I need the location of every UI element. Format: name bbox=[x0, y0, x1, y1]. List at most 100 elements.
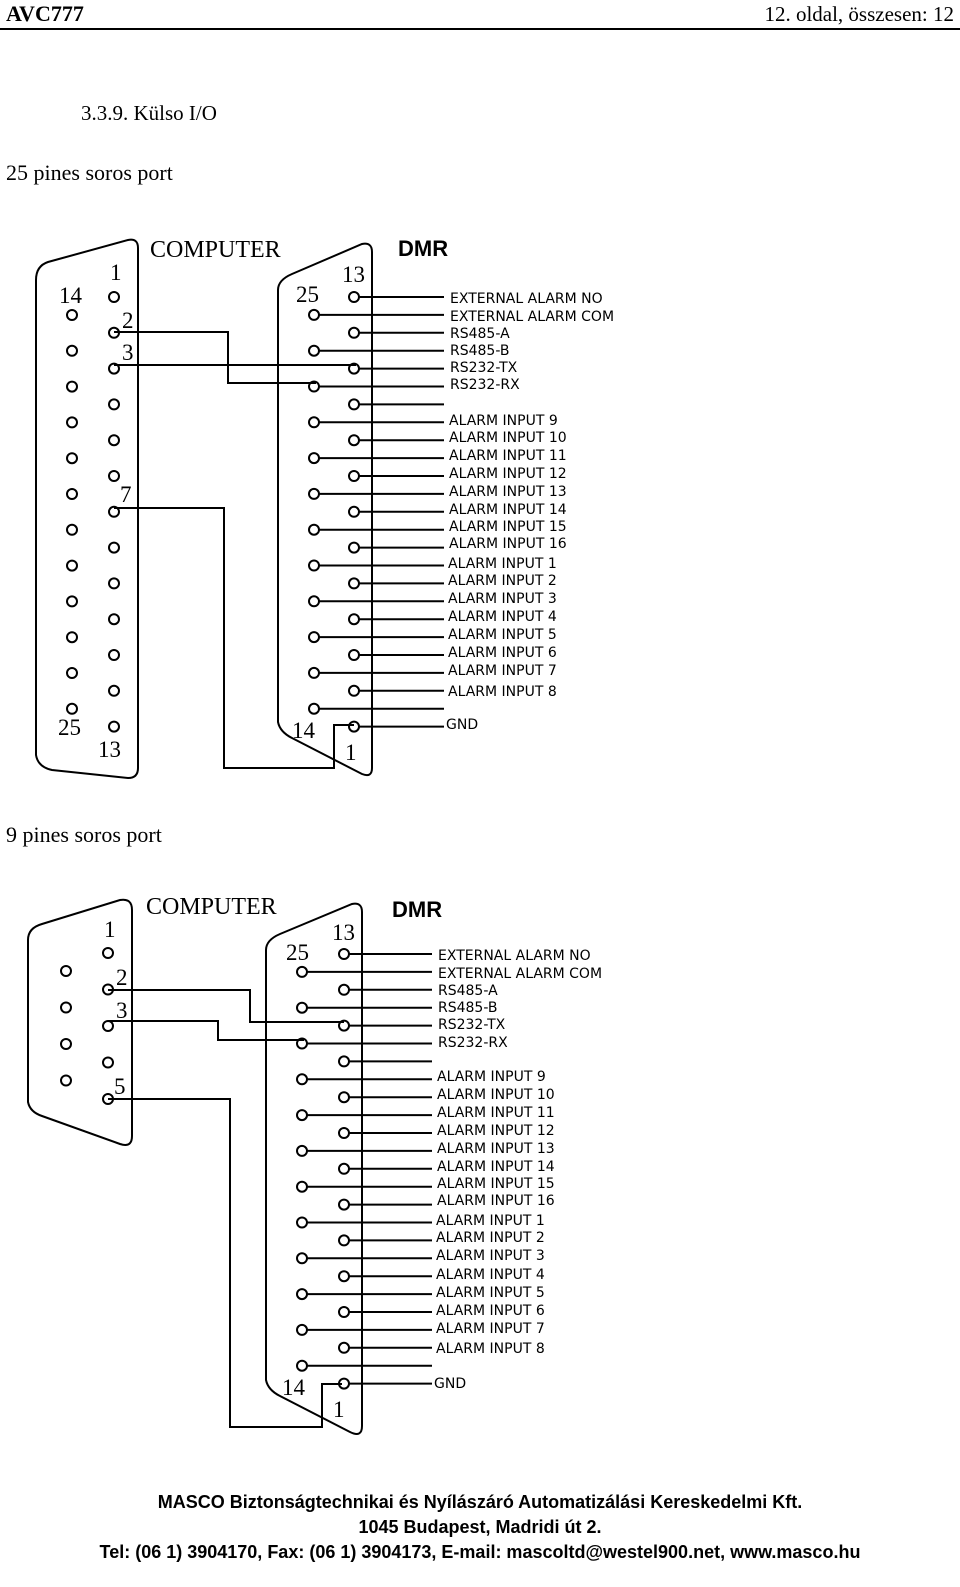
signal-label: ALARM INPUT 4 bbox=[448, 609, 557, 625]
signal-label: ALARM INPUT 7 bbox=[448, 663, 557, 679]
pin-hole bbox=[66, 452, 78, 465]
pin-hole bbox=[348, 505, 360, 518]
signal-label: ALARM INPUT 2 bbox=[436, 1230, 545, 1246]
signal-label: ALARM INPUT 7 bbox=[436, 1321, 545, 1337]
pin-hole bbox=[296, 1323, 308, 1336]
signal-label: ALARM INPUT 12 bbox=[437, 1123, 555, 1139]
pin-hole bbox=[102, 1020, 114, 1032]
dmr-pin-label: 13 bbox=[342, 262, 365, 287]
signal-label: RS232-RX bbox=[450, 377, 520, 393]
pin-hole bbox=[348, 720, 360, 733]
signal-label: GND bbox=[434, 1376, 466, 1392]
pin-hole bbox=[60, 1038, 72, 1050]
signal-label: ALARM INPUT 15 bbox=[437, 1176, 555, 1192]
footer-company: MASCO Biztonságtechnikai és Nyílászáró A… bbox=[157, 1492, 803, 1512]
pin-hole bbox=[296, 1073, 308, 1086]
dmr-connector-outline bbox=[265, 902, 363, 1435]
computer-connector-outline bbox=[35, 238, 139, 780]
dmr-pin-label: 14 bbox=[292, 718, 316, 743]
computer-pin-label: 13 bbox=[98, 737, 121, 762]
pin-hole bbox=[338, 1091, 350, 1104]
pin-hole bbox=[308, 416, 320, 429]
computer-pin-label: 3 bbox=[122, 340, 134, 365]
signal-label: ALARM INPUT 8 bbox=[436, 1341, 545, 1357]
computer-pins bbox=[66, 291, 120, 733]
pin-hole bbox=[296, 1216, 308, 1229]
pin-hole bbox=[60, 1001, 72, 1014]
pin-hole bbox=[296, 1001, 308, 1014]
page-number: 12. oldal, összesen: 12 bbox=[764, 2, 954, 26]
pin-hole bbox=[338, 1234, 350, 1247]
dmr-pins bbox=[296, 948, 350, 1390]
signal-label: ALARM INPUT 14 bbox=[437, 1159, 555, 1175]
diagram-9-pin: COMPUTER 1 2 3 5 DMR 13 25 14 1 EXTERNAL… bbox=[27, 894, 602, 1435]
pin-hole bbox=[60, 965, 72, 977]
pin-hole bbox=[338, 1162, 350, 1175]
footer-contact: Tel: (06 1) 3904170, Fax: (06 1) 3904173… bbox=[99, 1542, 861, 1562]
computer-pin-label: 1 bbox=[104, 917, 116, 942]
pin-hole bbox=[102, 1056, 114, 1069]
signal-label: ALARM INPUT 6 bbox=[436, 1303, 545, 1319]
signal-label: RS232-TX bbox=[450, 360, 518, 376]
signal-label: RS232-RX bbox=[438, 1035, 508, 1051]
dmr-label: DMR bbox=[392, 897, 442, 922]
signal-label: EXTERNAL ALARM COM bbox=[450, 309, 614, 325]
pin-hole bbox=[66, 309, 78, 321]
pin-hole bbox=[296, 1180, 308, 1193]
signal-lines bbox=[307, 953, 432, 1385]
pin-hole bbox=[308, 452, 320, 465]
signal-label: ALARM INPUT 4 bbox=[436, 1267, 545, 1283]
signal-label: ALARM INPUT 14 bbox=[449, 502, 567, 518]
signal-label: ALARM INPUT 11 bbox=[437, 1105, 555, 1121]
pin-hole bbox=[338, 1127, 350, 1139]
pin-hole bbox=[348, 613, 360, 626]
pin-hole bbox=[308, 702, 320, 715]
signal-label: RS485-B bbox=[438, 1000, 498, 1016]
pin-hole bbox=[102, 947, 114, 959]
pin-hole bbox=[338, 983, 350, 996]
computer-pin-label: 7 bbox=[120, 482, 132, 507]
pin-hole bbox=[66, 667, 78, 679]
pin-hole bbox=[348, 470, 360, 482]
signal-label: RS485-A bbox=[450, 326, 510, 342]
pin-hole bbox=[108, 434, 120, 447]
signal-lines bbox=[319, 296, 444, 728]
pin-hole bbox=[308, 523, 320, 536]
signal-label: ALARM INPUT 11 bbox=[449, 448, 567, 464]
pin-hole bbox=[348, 434, 360, 447]
pin-hole bbox=[66, 380, 78, 393]
pin-hole bbox=[108, 649, 120, 661]
dmr-pin-label: 25 bbox=[296, 282, 319, 307]
pin-hole bbox=[66, 488, 78, 500]
pin-hole bbox=[348, 291, 360, 303]
wiring bbox=[108, 989, 344, 1428]
pin-hole bbox=[108, 613, 120, 626]
computer-pin-label: 3 bbox=[116, 998, 128, 1023]
pin-hole bbox=[66, 416, 78, 429]
pin-hole bbox=[66, 523, 78, 536]
pin-hole bbox=[338, 1055, 350, 1068]
pin-hole bbox=[108, 505, 120, 518]
pin-hole bbox=[338, 948, 350, 960]
dmr-pins bbox=[308, 291, 360, 733]
pin-hole bbox=[308, 631, 320, 644]
pin-hole bbox=[296, 1359, 308, 1372]
pin-hole bbox=[296, 965, 308, 978]
signal-label: ALARM INPUT 10 bbox=[437, 1087, 555, 1103]
signal-label: ALARM INPUT 13 bbox=[449, 484, 567, 500]
computer-pin-label: 14 bbox=[59, 283, 83, 308]
computer-pins bbox=[60, 947, 114, 1105]
pin-hole bbox=[66, 631, 78, 644]
computer-pin-label: 25 bbox=[58, 715, 81, 740]
pin-hole bbox=[338, 1306, 350, 1318]
section-title: 3.3.9. Külso I/O bbox=[81, 101, 217, 125]
pin-hole bbox=[308, 344, 320, 357]
signal-label: RS485-A bbox=[438, 983, 498, 999]
pin-hole bbox=[348, 684, 360, 697]
pin-hole bbox=[308, 595, 320, 608]
signal-label: EXTERNAL ALARM COM bbox=[438, 966, 602, 982]
dmr-pin-label: 13 bbox=[332, 920, 355, 945]
computer-connector-outline bbox=[27, 898, 133, 1146]
footer-address: 1045 Budapest, Madridi út 2. bbox=[358, 1517, 602, 1537]
computer-pin-label: 5 bbox=[114, 1074, 126, 1099]
